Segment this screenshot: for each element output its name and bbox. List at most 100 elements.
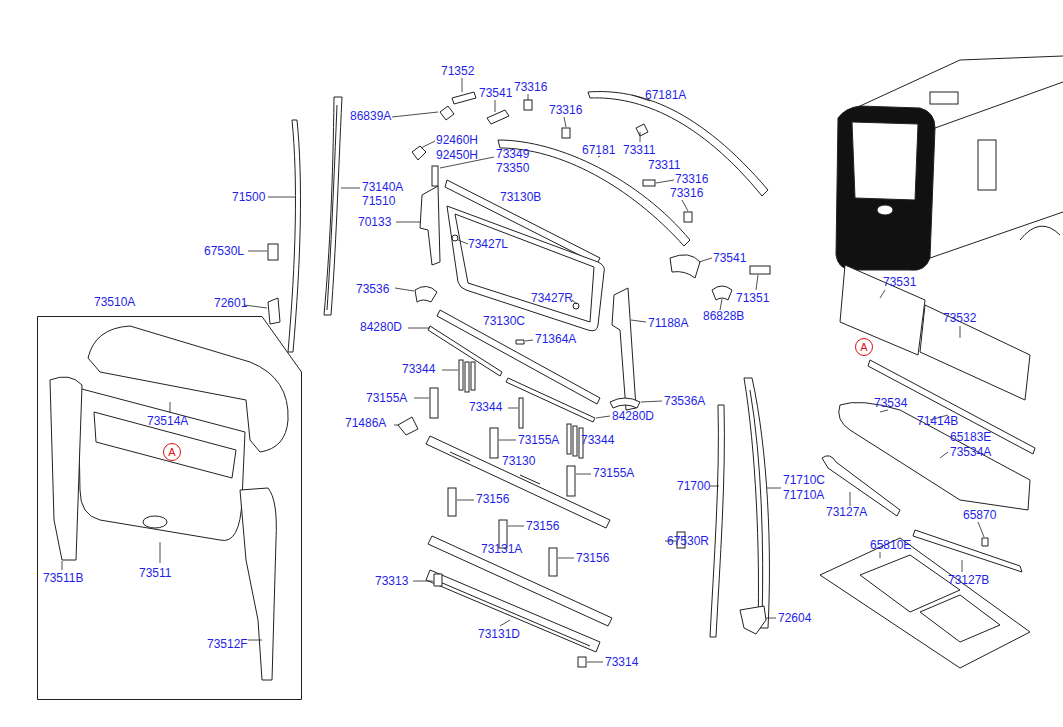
callout-number: 73427R — [531, 291, 573, 305]
callout-number: 73131D — [478, 627, 520, 641]
callout-number: 73316 — [514, 80, 547, 94]
callout-number: 73514A — [147, 414, 188, 428]
part-shape — [567, 466, 575, 496]
part-shape — [487, 110, 509, 124]
part-shape — [490, 428, 498, 458]
part-shape — [268, 244, 278, 260]
callout-number: 73427L — [468, 237, 508, 251]
part-shape — [452, 92, 476, 104]
part-shape — [573, 426, 577, 456]
part-shape — [840, 265, 925, 355]
callout-number: 71710C — [783, 473, 825, 487]
callout-number: 73344 — [402, 362, 435, 376]
part-shape — [1020, 226, 1060, 240]
part-shape — [820, 538, 1030, 668]
part-shape — [930, 92, 958, 104]
part-outline — [50, 56, 1063, 680]
reference-circle: A — [855, 338, 873, 356]
callout-number: 72601 — [214, 296, 247, 310]
callout-number: 92460H — [436, 133, 478, 147]
callout-number: 67181 — [582, 143, 615, 157]
part-shape — [740, 606, 766, 634]
callout-number: 73156 — [476, 492, 509, 506]
callout-number: 73349 — [496, 147, 529, 161]
reference-letter: A — [860, 341, 867, 353]
part-shape — [567, 424, 571, 454]
callout-number: 73344 — [469, 400, 502, 414]
part-shape — [612, 288, 636, 410]
callout-number: 73350 — [496, 161, 529, 175]
part-shape — [636, 124, 648, 136]
callout-number: 73541 — [713, 251, 746, 265]
callout-number: 67181A — [645, 88, 686, 102]
callout-number: 84280D — [612, 409, 654, 423]
callout-number: 73532 — [943, 311, 976, 325]
part-shape — [412, 146, 426, 160]
callout-number: 73536 — [356, 282, 389, 296]
part-shape — [455, 214, 594, 322]
part-shape — [244, 188, 758, 322]
callout-number: 71414B — [917, 414, 958, 428]
part-shape — [712, 286, 732, 300]
callout-number: 86839A — [350, 109, 391, 123]
callout-number: 73511B — [43, 571, 83, 585]
part-shape — [240, 488, 276, 680]
part-shape — [268, 298, 280, 324]
callout-number: 71351 — [736, 291, 769, 305]
callout-number: 73311 — [623, 143, 655, 157]
callout-number: 65810E — [870, 538, 911, 552]
part-shape — [524, 100, 532, 110]
part-shape — [426, 436, 610, 528]
reference-letter: A — [168, 446, 175, 458]
part-shape — [465, 362, 469, 392]
part-shape — [420, 186, 440, 265]
part-shape — [471, 362, 475, 390]
part-shape — [562, 128, 570, 138]
part-shape — [432, 166, 438, 186]
part-shape — [426, 570, 600, 652]
callout-number: 73311 — [648, 158, 680, 172]
part-shape — [519, 398, 523, 428]
callout-number: 71500 — [232, 190, 265, 204]
part-shape — [920, 305, 1030, 400]
part-shape — [670, 255, 700, 278]
callout-number: 73316 — [549, 103, 582, 117]
part-shape — [578, 657, 586, 667]
callout-number: 73130B — [500, 190, 541, 204]
part-shape — [143, 516, 167, 528]
callout-number: 72604 — [778, 611, 811, 625]
part-shape — [610, 398, 640, 408]
callout-number: 73512F — [207, 637, 248, 651]
part-shape — [398, 417, 418, 435]
part-shape — [440, 582, 590, 646]
part-shape — [288, 120, 300, 352]
part-shape — [684, 212, 692, 222]
part-shape — [324, 97, 342, 315]
part-shape — [710, 405, 724, 637]
callout-number: 73314 — [605, 655, 638, 669]
callout-number: 84280D — [360, 320, 402, 334]
callout-number: 71700 — [677, 479, 710, 493]
part-shape — [750, 390, 763, 620]
callout-number: 73155A — [593, 466, 634, 480]
callout-number: 73127B — [948, 573, 989, 587]
part-shape — [450, 452, 540, 484]
callout-number: 73156 — [576, 551, 609, 565]
callout-number: 67530L — [204, 244, 244, 258]
callout-number: 70133 — [358, 215, 391, 229]
box-border — [38, 317, 302, 700]
callout-number: 92450H — [436, 148, 478, 162]
callout-number: 73316 — [670, 186, 703, 200]
leader-line — [62, 78, 984, 662]
assembly-box: 73510AA — [37, 316, 302, 700]
callout-number: 73541 — [479, 86, 512, 100]
part-shape — [452, 235, 458, 241]
callout-number: 65183E — [950, 430, 991, 444]
callout-number: 71486A — [345, 416, 386, 430]
callout-number: 71710A — [783, 488, 824, 502]
callout-number: 73534 — [874, 396, 907, 410]
callout-number: 73140A — [362, 180, 403, 194]
reference-circle: A — [163, 443, 181, 461]
